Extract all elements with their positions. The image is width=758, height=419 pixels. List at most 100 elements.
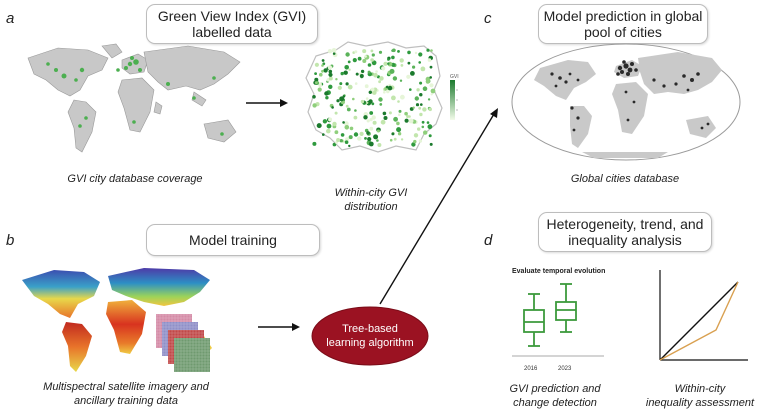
gvi-sample-dot xyxy=(339,82,343,86)
gvi-sample-dot xyxy=(312,95,316,99)
gvi-sample-dot xyxy=(327,49,333,54)
gvi-sample-dot xyxy=(421,120,425,124)
gvi-sample-dot xyxy=(365,97,369,100)
gvi-sample-dot xyxy=(416,88,420,92)
arrow-map-to-distribution xyxy=(246,99,288,107)
gvi-sample-dot xyxy=(371,53,375,57)
algorithm-label-line2: learning algorithm xyxy=(326,337,414,349)
gvi-sample-dot xyxy=(380,119,386,125)
gvi-sample-dot xyxy=(319,72,323,77)
gvi-labelled-data-title: Green View Index (GVI) labelled data xyxy=(146,4,318,44)
gvi-sample-dot xyxy=(397,132,402,136)
gvi-sample-dot xyxy=(352,58,357,63)
gvi-sample-dot xyxy=(391,132,395,136)
gvi-sample-dot xyxy=(400,64,404,67)
gvi-sample-dot xyxy=(399,79,403,82)
gvi-sample-dot xyxy=(352,97,355,101)
gvi-sample-dot xyxy=(393,116,398,122)
gvi-sample-dot xyxy=(364,84,369,89)
gvi-sample-dot xyxy=(429,76,432,79)
gvi-sample-dot xyxy=(348,144,351,148)
gvi-sample-dot xyxy=(322,133,325,136)
gvi-sample-dot xyxy=(410,71,415,76)
distribution-caption-line2: distribution xyxy=(344,201,398,213)
gvi-sample-dot xyxy=(368,99,373,104)
gvi-sample-dot xyxy=(422,107,427,112)
gvi-sample-dot xyxy=(326,123,332,129)
global-cities-caption: Global cities database xyxy=(570,173,680,185)
gvi-sample-dot xyxy=(332,121,337,127)
gvi-sample-dot xyxy=(387,85,393,91)
gvi-sample-dot xyxy=(363,115,368,120)
gvi-sample-dot xyxy=(354,50,358,54)
gvi-sample-dot xyxy=(366,101,369,104)
gvi-sample-dot xyxy=(378,80,381,84)
gvi-sample-dot xyxy=(414,96,419,101)
gvi-sample-dot xyxy=(362,59,367,63)
gvi-sample-dot xyxy=(376,139,379,142)
gvi-sample-dot xyxy=(406,74,411,79)
gvi-sample-dot xyxy=(412,65,416,69)
gvi-sample-dot xyxy=(312,103,317,108)
panel-letter-a: a xyxy=(6,10,15,27)
gvi-sample-dot xyxy=(378,50,383,54)
gvi-sample-dot xyxy=(321,59,325,62)
gvi-sample-dot xyxy=(407,61,411,65)
gvi-sample-dot xyxy=(430,93,433,96)
gvi-sample-dot xyxy=(367,70,371,74)
gvi-sample-dot xyxy=(336,138,341,142)
gvi-sample-dot xyxy=(427,58,432,62)
gvi-title-line2: labelled data xyxy=(192,24,272,40)
gvi-sample-dot xyxy=(332,142,337,147)
gvi-sample-dot xyxy=(413,139,417,144)
gvi-sample-dot xyxy=(429,142,433,146)
gvi-sample-dot xyxy=(370,87,375,92)
gvi-sample-dot xyxy=(370,49,374,53)
gvi-sample-dot xyxy=(334,130,339,135)
model-prediction-title: Model prediction in global pool of citie… xyxy=(538,4,708,44)
gvi-sample-dot xyxy=(355,72,359,76)
gvi-sample-dot xyxy=(368,90,372,94)
gvi-sample-dot xyxy=(391,95,396,101)
gvi-sample-dot xyxy=(371,115,376,120)
gvi-sample-dot xyxy=(379,76,384,81)
gvi-sample-dot xyxy=(327,65,333,70)
gvi-sample-dot xyxy=(396,127,402,133)
gvi-sample-dot xyxy=(340,133,345,137)
analysis-title-line1: Heterogeneity, trend, and xyxy=(546,216,704,232)
gvi-sample-dot xyxy=(427,98,431,101)
gvi-sample-dot xyxy=(369,118,373,122)
gvi-sample-dot xyxy=(411,142,416,147)
gvi-sample-dot xyxy=(316,123,322,129)
inequality-caption: Within-city inequality assessment xyxy=(642,382,758,410)
gvi-sample-dot xyxy=(408,118,414,124)
gvi-sample-dot xyxy=(430,49,433,52)
gvi-sample-dot xyxy=(328,69,333,74)
gvi-sample-dot xyxy=(369,126,374,131)
gvi-sample-dot xyxy=(360,99,365,104)
gvi-sample-dot xyxy=(377,143,382,147)
gvi-sample-dot xyxy=(359,131,364,136)
gvi-sample-dot xyxy=(362,49,367,54)
gvi-sample-dot xyxy=(427,124,433,130)
algorithm-label-line1: Tree-based xyxy=(342,323,398,335)
gvi-sample-dot xyxy=(366,131,370,135)
year-label-2023: 2023 xyxy=(558,366,572,372)
gvi-sample-dot xyxy=(331,106,334,109)
gvi-sample-dot xyxy=(328,117,333,122)
gvi-sample-dot xyxy=(344,140,349,144)
year-label-2016: 2016 xyxy=(524,366,538,372)
gvi-sample-dot xyxy=(344,121,349,126)
gvi-sample-dot xyxy=(369,111,374,115)
gvi-legend-colorbar xyxy=(450,80,458,120)
distribution-caption-line1: Within-city GVI xyxy=(334,187,408,199)
gvi-sample-dot xyxy=(332,52,336,55)
gvi-sample-dot xyxy=(314,72,317,75)
panel-letter-b: b xyxy=(6,232,15,249)
gvi-sample-dot xyxy=(400,138,404,141)
gvi-sample-dot xyxy=(398,113,401,116)
gvi-sample-dot xyxy=(370,58,374,62)
gvi-sample-dot xyxy=(423,130,428,135)
gvi-sample-dot xyxy=(387,58,390,61)
gvi-sample-dot xyxy=(354,82,358,85)
